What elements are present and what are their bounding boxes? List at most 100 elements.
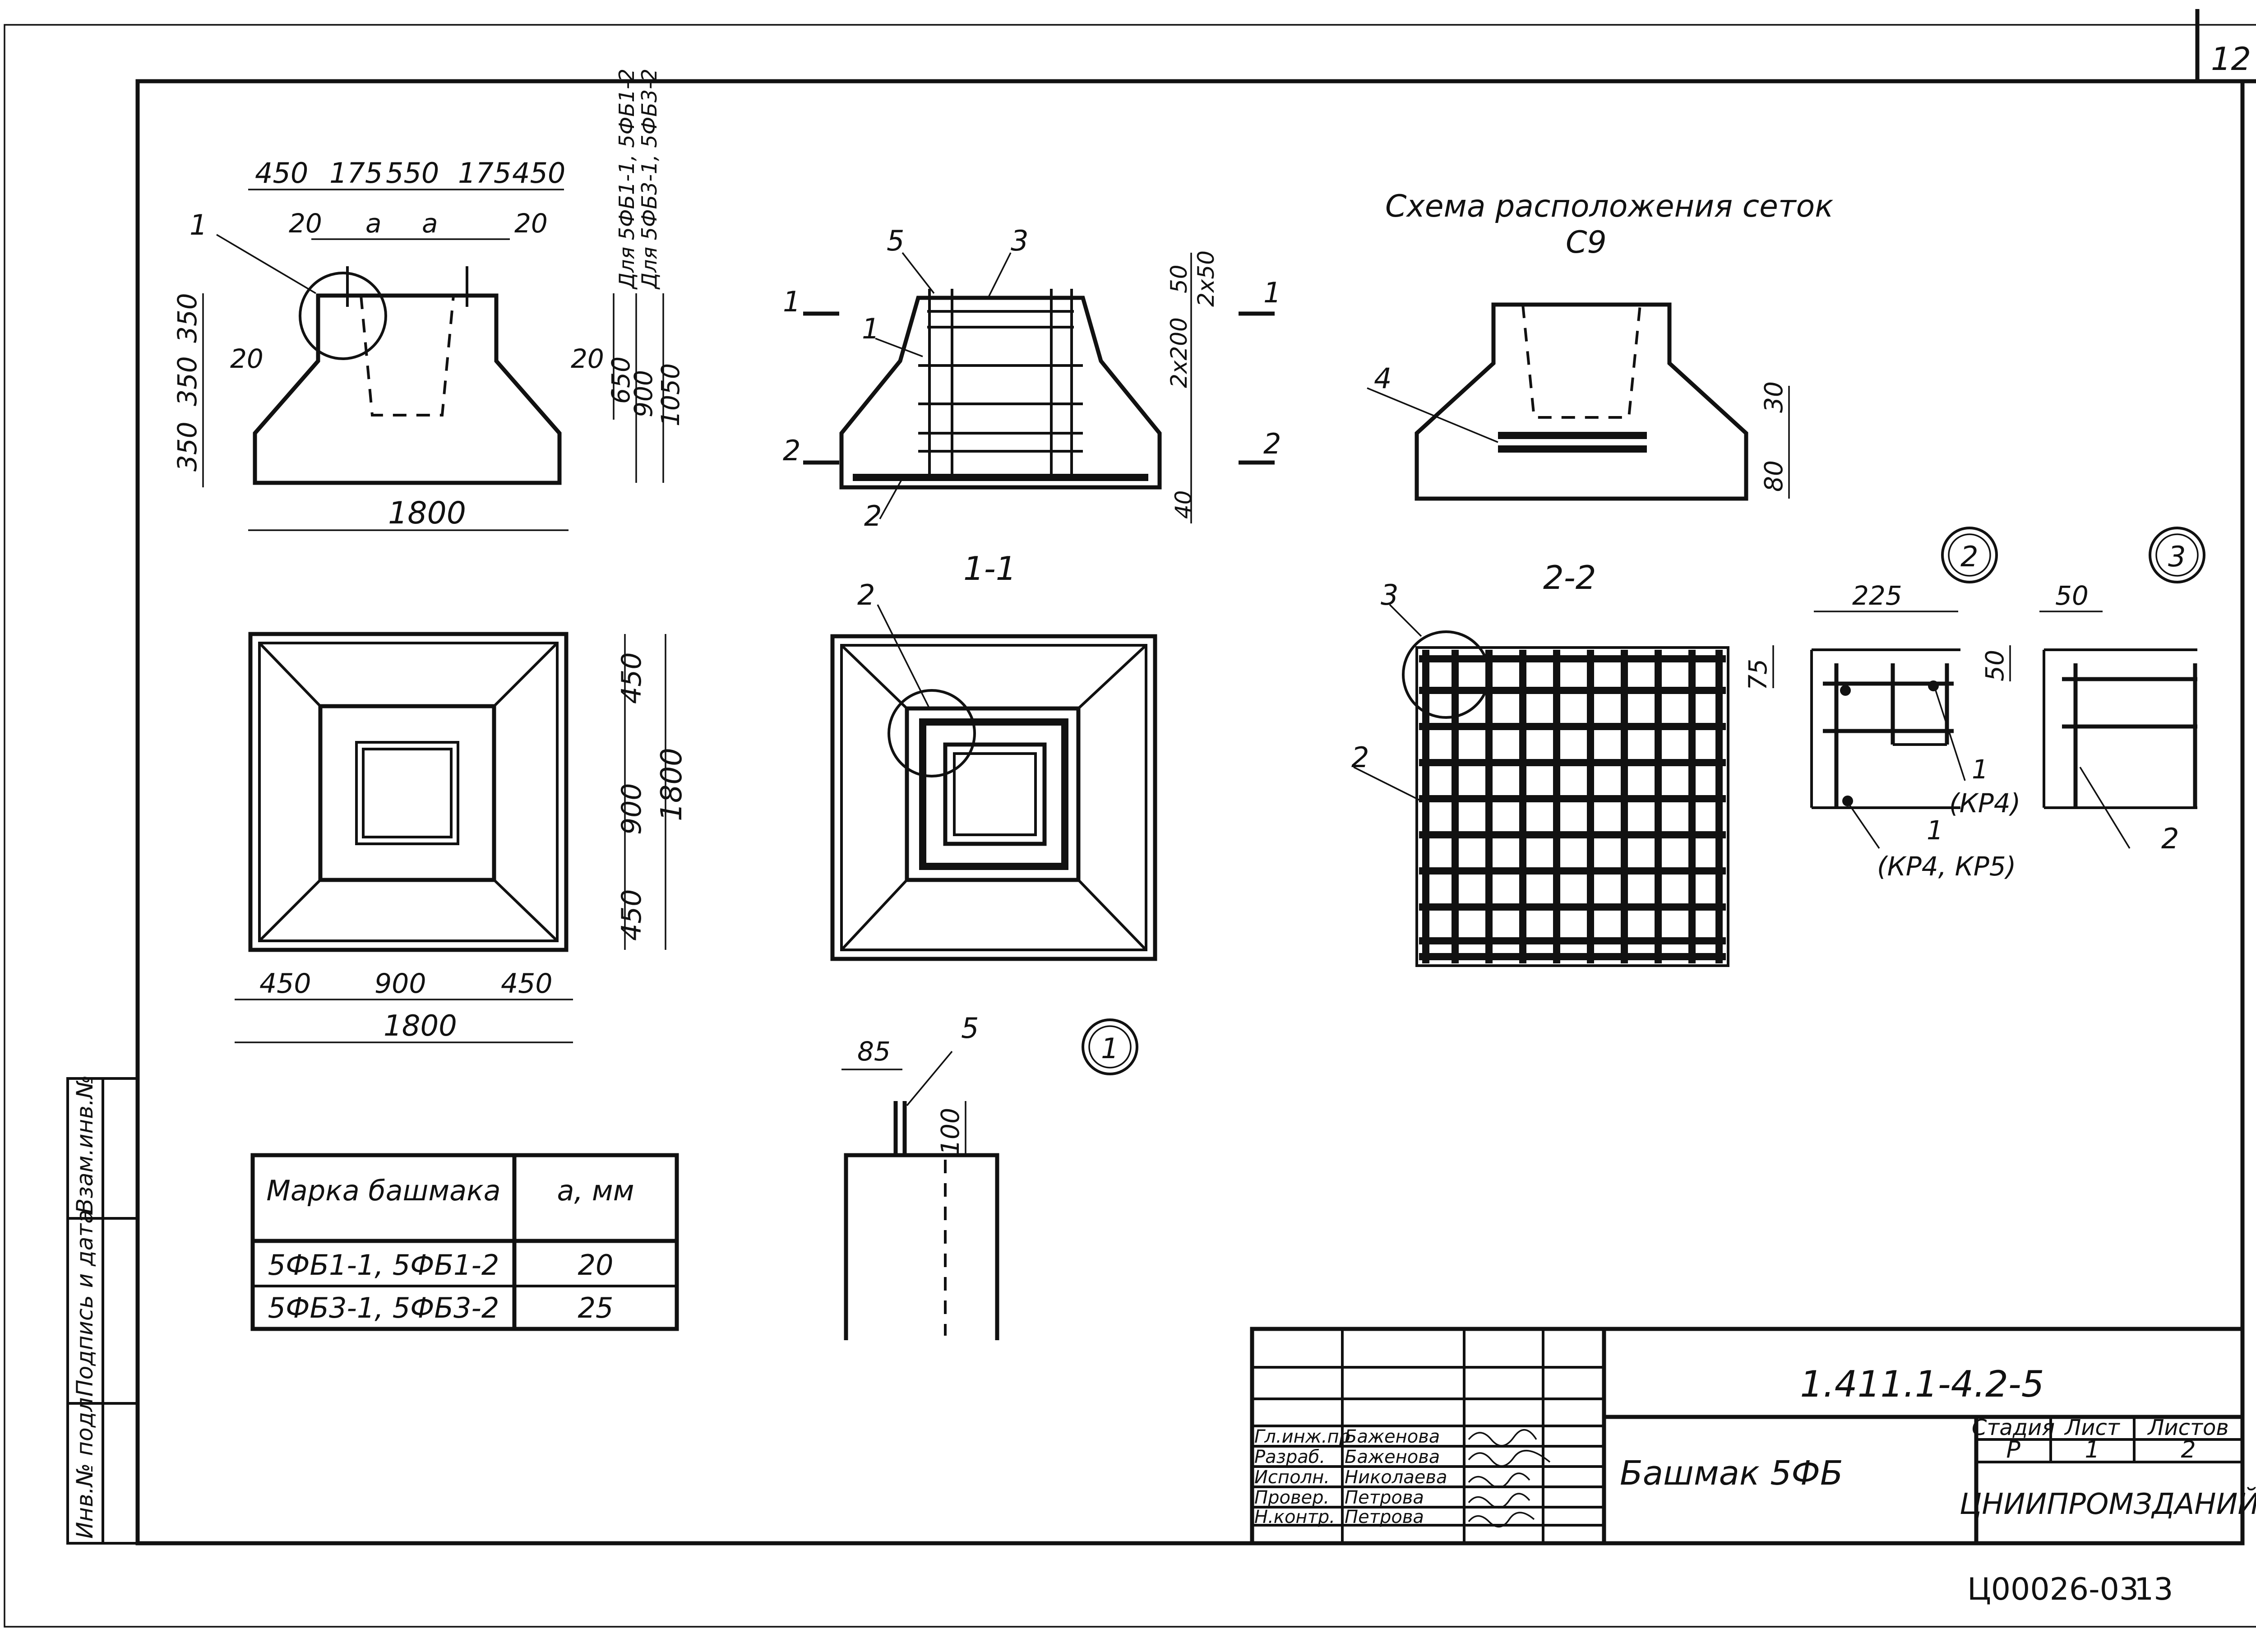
- svg-text:450: 450: [255, 157, 308, 190]
- svg-text:Петрова: Петрова: [1345, 1487, 1424, 1508]
- title-block: 1.411.1-4.2-5 Башмак 5ФБ Стадия Лист Лис…: [1250, 1327, 2256, 1546]
- svg-text:175: 175: [458, 157, 511, 190]
- svg-text:450: 450: [501, 968, 553, 1000]
- svg-text:Р: Р: [2006, 1436, 2020, 1463]
- mesh-scheme-title: Схема расположения сеток: [1385, 189, 1833, 224]
- elevation-view: 1 450 175 550 175 450 20 a a 20 350 350 …: [172, 69, 685, 531]
- svg-text:1050: 1050: [656, 363, 685, 426]
- svg-text:(КР4, КР5): (КР4, КР5): [1877, 851, 2016, 882]
- side-stamp: Инв.№ подл. Подпись и дата Взам.инв.№: [66, 1075, 139, 1545]
- svg-text:4: 4: [1374, 362, 1392, 395]
- mesh-scheme-subtitle: С9: [1566, 225, 1607, 260]
- stamp-sign: Подпись и дата: [72, 1210, 98, 1397]
- svg-text:20: 20: [230, 343, 264, 374]
- svg-text:550: 550: [386, 157, 439, 190]
- svg-text:50: 50: [1980, 650, 2009, 681]
- svg-text:Исполн.: Исполн.: [1254, 1467, 1330, 1488]
- svg-text:650: 650: [606, 356, 635, 404]
- section-outline: [839, 296, 1162, 490]
- svg-text:Листов: Листов: [2147, 1415, 2228, 1440]
- svg-text:20: 20: [289, 208, 322, 239]
- svg-text:Николаева: Николаева: [1345, 1467, 1447, 1488]
- svg-text:175: 175: [329, 157, 383, 190]
- table-header-mark: Марка башмака: [266, 1174, 500, 1207]
- table-cell: 5ФБ3-1, 5ФБ3-2: [268, 1291, 499, 1324]
- svg-text:5: 5: [887, 224, 904, 257]
- svg-text:2: 2: [857, 578, 875, 611]
- stamp-inv: Инв.№ подл.: [72, 1390, 98, 1539]
- node-3-detail: 3 50 50 2: [1980, 527, 2205, 855]
- svg-text:350: 350: [172, 356, 203, 406]
- page-code: Ц00026-03: [1967, 1572, 2139, 1607]
- mesh-scheme: Схема расположения сеток С9 4 30 80: [1367, 189, 1833, 501]
- svg-text:75: 75: [1743, 659, 1772, 690]
- svg-text:900: 900: [629, 370, 658, 417]
- plan-view: 450 900 450 1800 450 900 450 1800: [235, 632, 689, 1043]
- svg-text:40: 40: [1170, 490, 1197, 519]
- svg-text:Гл.инж.пр: Гл.инж.пр: [1254, 1426, 1350, 1447]
- plan-outer: [248, 632, 569, 952]
- plan-column: [318, 704, 496, 882]
- table-cell: 25: [578, 1291, 614, 1324]
- node-1-detail: 1 85 100 5: [841, 1012, 1138, 1340]
- node-2-label: 2: [1960, 540, 1978, 573]
- svg-text:1800: 1800: [388, 495, 466, 531]
- node-2-detail: 2 225 75 1 (КР4) 1 (КР4, КР5): [1743, 527, 2020, 882]
- column-cage: [919, 718, 1068, 870]
- svg-text:3: 3: [1011, 224, 1028, 257]
- svg-text:30: 30: [1759, 381, 1788, 413]
- svg-text:Для 5ФБ1-1, 5ФБ1-2: Для 5ФБ1-1, 5ФБ1-2: [615, 69, 639, 290]
- signatures: [1468, 1429, 1551, 1527]
- node-3-label: 3: [2168, 540, 2186, 573]
- sheet-frame: 12 Ц00026-03 13: [4, 9, 2256, 1628]
- svg-text:Для 5ФБ3-1, 5ФБ3-2: Для 5ФБ3-1, 5ФБ3-2: [637, 69, 661, 290]
- svg-text:1: 1: [2085, 1436, 2099, 1463]
- svg-text:350: 350: [172, 421, 203, 472]
- svg-text:225: 225: [1852, 580, 1902, 611]
- mark-table: Марка башмака a, мм 5ФБ1-1, 5ФБ1-2 20 5Ф…: [250, 1153, 679, 1331]
- footing-outline: [253, 293, 562, 485]
- svg-text:a: a: [365, 208, 382, 239]
- svg-text:450: 450: [616, 889, 647, 941]
- svg-text:2: 2: [864, 500, 882, 532]
- plan-socket: [355, 741, 459, 845]
- page-number: 13: [2134, 1572, 2173, 1607]
- svg-text:2: 2: [2161, 822, 2179, 855]
- organization: ЦНИИПРОМЗДАНИЙ: [1960, 1487, 2256, 1521]
- table-cell: 20: [578, 1249, 614, 1282]
- outer-trim-line: [4, 24, 2256, 1628]
- svg-text:350: 350: [172, 293, 203, 343]
- elev-callout-1: 1: [190, 208, 207, 241]
- svg-text:900: 900: [374, 968, 426, 1000]
- svg-text:2x200: 2x200: [1166, 317, 1192, 388]
- svg-text:2: 2: [1351, 741, 1369, 774]
- table-cell: 5ФБ1-1, 5ФБ1-2: [268, 1249, 499, 1282]
- table-header-a: a, мм: [557, 1174, 634, 1207]
- svg-text:Баженова: Баженова: [1345, 1447, 1440, 1467]
- svg-text:50: 50: [2055, 580, 2089, 611]
- svg-text:1: 1: [1263, 276, 1281, 309]
- svg-text:450: 450: [259, 968, 311, 1000]
- section-2-2: 2-2 3 2: [1351, 559, 1729, 967]
- svg-text:a: a: [422, 208, 438, 239]
- svg-text:1: 1: [1927, 815, 1943, 846]
- inner-frame: [135, 79, 2245, 1546]
- sheet-number: 12: [2211, 41, 2251, 78]
- svg-text:100: 100: [936, 1108, 965, 1155]
- svg-text:1800: 1800: [655, 748, 689, 821]
- svg-text:85: 85: [857, 1036, 891, 1067]
- doc-code: 1.411.1-4.2-5: [1800, 1363, 2044, 1405]
- svg-text:20: 20: [514, 208, 548, 239]
- svg-text:Разраб.: Разраб.: [1254, 1447, 1325, 1467]
- socket-hidden-line: [360, 295, 455, 416]
- svg-text:5: 5: [961, 1012, 979, 1045]
- svg-text:2: 2: [783, 434, 800, 467]
- reinforcement-section: 5 3 1 2 1 1 2 2 50 2x50 2x200 40: [783, 224, 1281, 532]
- svg-text:2x50: 2x50: [1193, 250, 1219, 307]
- svg-text:3: 3: [1381, 578, 1398, 611]
- drawing-name: Башмак 5ФБ: [1620, 1454, 1843, 1493]
- svg-text:Лист: Лист: [2064, 1415, 2121, 1440]
- mesh-grid: [1419, 650, 1726, 963]
- svg-text:2: 2: [2181, 1436, 2196, 1463]
- stamp-replace: Взам.инв.№: [72, 1075, 98, 1214]
